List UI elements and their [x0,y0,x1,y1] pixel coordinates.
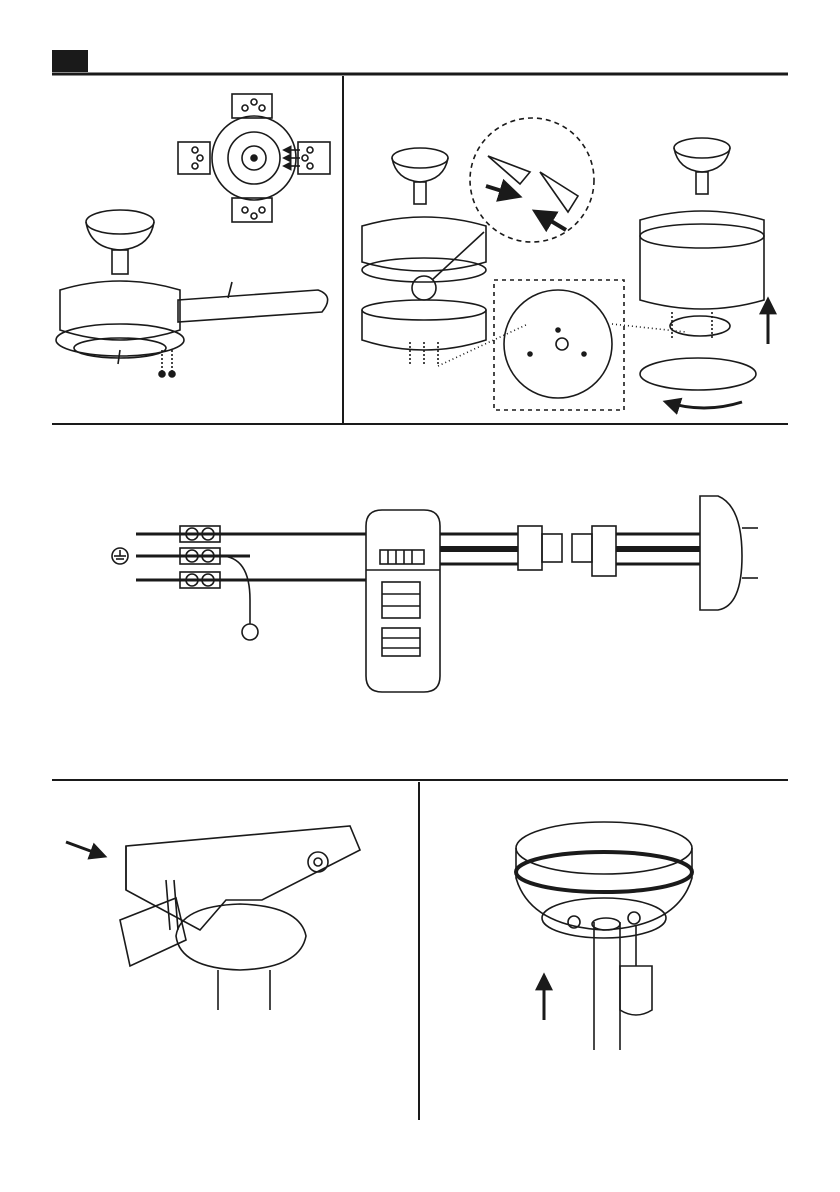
light-housing-icon [362,300,486,366]
canopy-icon [516,822,692,938]
screw-icon [159,350,175,377]
ground-symbol-icon [112,548,128,564]
glass-dome-icon [640,358,756,390]
blade-bracket-icon [178,94,330,222]
wiring-diagram-panel [112,496,758,692]
step-header-tab [52,50,88,72]
canopy-fixing-panel [516,822,692,1050]
mount-bracket-panel [66,826,360,1010]
fan-motor-icon [56,210,184,364]
screwdriver-icon [620,926,652,1015]
fan-motor-icon [362,148,486,282]
receiver-icon [366,510,440,692]
fan-motor-icon [640,138,764,340]
blade-attachment-panel [56,94,330,377]
glass-dome-icon [438,280,686,410]
connector-icon [412,118,594,300]
light-kit-panel [362,118,768,410]
blade-icon [178,282,328,322]
plug-connector-icon [518,526,616,576]
arrow-icon [66,842,104,856]
rotate-arrow-icon [666,402,742,408]
canopy-icon [700,496,758,610]
ball-mount-icon [176,904,306,1010]
hanging-bracket-icon [120,826,360,966]
